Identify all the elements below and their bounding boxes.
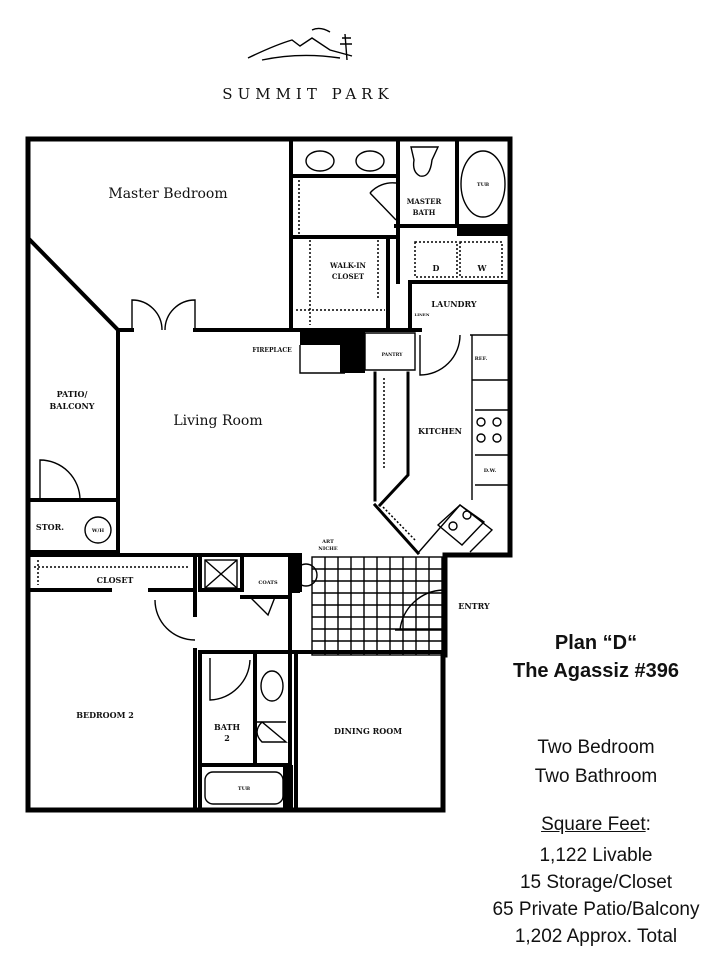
bathroom-count: Two Bathroom [534,766,658,787]
room-entry: ENTRY [458,601,490,611]
room-master-bedroom: Master Bedroom [108,186,227,202]
room-living-room: Living Room [173,413,262,429]
brand-name: SUMMIT PARK [222,85,393,103]
sqft-total: 1,202 Approx. Total [514,926,678,947]
dishwasher: D.W. [484,468,497,474]
washer: W [477,263,488,273]
sqft-heading-colon: : [645,814,651,835]
dryer: D [433,263,440,273]
room-storage: STOR. [36,522,64,532]
room-closet: CLOSET [97,575,134,585]
pantry: PANTRY [382,352,404,358]
room-bath-2: BATH [214,722,240,732]
water-heater: W/H [91,528,104,534]
room-master-bath: MASTER [407,197,442,206]
linen: LINEN [414,312,429,317]
art-niche: ART [321,539,334,545]
room-labels: Master Bedroom Living Room PATIO/ BALCON… [36,182,497,792]
room-walk-in-closet: WALK-IN [329,261,367,270]
plan-name: Plan “D“ [554,632,638,654]
fireplace: FIREPLACE [252,347,292,354]
room-patio: PATIO/ [57,389,88,399]
room-bedroom-2: BEDROOM 2 [76,710,134,720]
room-walk-in-closet-2: CLOSET [332,272,365,281]
art-niche-2: NICHE [318,546,338,552]
sqft-livable: 1,122 Livable [539,845,653,866]
room-kitchen: KITCHEN [418,426,462,436]
sqft-heading: Square Feet: [470,814,720,836]
bath2-tub: TUB [238,786,250,792]
bedroom-count: Two Bedroom [537,737,655,758]
sqft-patio: 65 Private Patio/Balcony [492,899,700,920]
refrigerator: REF. [475,356,488,362]
room-dining: DINING ROOM [334,726,402,736]
entry-tile [311,556,443,656]
walls [25,136,513,813]
room-coats: COATS [258,580,278,586]
room-master-bath-2: BATH [413,208,436,217]
plan-model: The Agassiz #396 [512,660,679,682]
sqft-heading-text: Square Feet [541,814,646,835]
room-bath-2b: 2 [224,733,230,743]
summit-park-logo: SUMMIT PARK [222,27,393,103]
room-patio-2: BALCONY [50,401,95,411]
room-laundry: LAUNDRY [431,299,476,309]
master-tub: TUB [477,182,489,188]
sqft-storage: 15 Storage/Closet [519,872,673,893]
